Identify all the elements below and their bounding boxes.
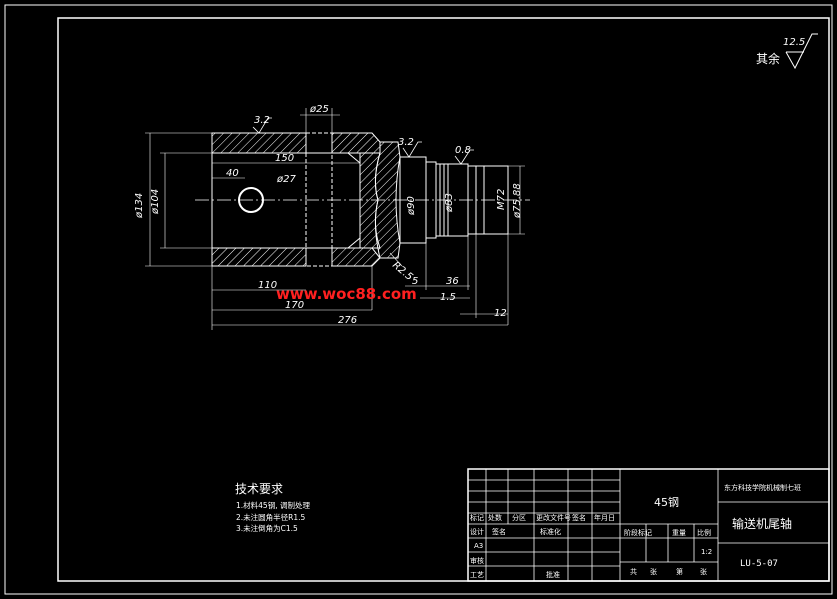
requirement-item: 1.材料45钢, 调制处理 (236, 500, 310, 510)
roughness-label: 其余 (756, 51, 780, 66)
title-block-text: 45钢 东方科技学院机械制七班 输送机尾轴 LU-5-07 1:2 A3 标记 … (470, 483, 801, 579)
roughness-symbol: 其余 12.5 (756, 33, 818, 70)
tb-label: 标准化 (540, 527, 561, 536)
watermark: www.woc88.com (276, 285, 417, 303)
tb-scale: 1:2 (701, 548, 712, 556)
tb-label: 设计 (470, 527, 484, 536)
dim-36: 36 (446, 276, 459, 287)
tb-material: 45钢 (654, 496, 679, 509)
tb-label: 分区 (512, 513, 526, 522)
inner-border (57, 17, 830, 582)
dim-d75: ø75.88 (512, 183, 523, 219)
tb-label: 共 (630, 567, 637, 576)
dim-d134: ø134 (134, 193, 145, 219)
finish-marks (252, 117, 474, 165)
requirement-item: 3.未注倒角为C1.5 (236, 523, 298, 533)
tb-label: 签名 (492, 527, 506, 536)
tb-label: 张 (650, 567, 657, 576)
technical-requirements: 技术要求 1.材料45钢, 调制处理 2.未注圆角半径R1.5 3.未注倒角为C… (235, 482, 310, 533)
tb-label: 签名 (572, 513, 586, 522)
dim-5: 5 (412, 276, 418, 287)
dim-m72: M72 (496, 189, 507, 210)
requirement-item: 2.未注圆角半径R1.5 (236, 512, 306, 522)
dim-r25: R2.5 (390, 260, 415, 283)
tb-label: 阶段标记 (624, 528, 652, 537)
tb-label: 工艺 (470, 571, 484, 579)
dim-d90: ø90 (406, 196, 417, 216)
dim-110: 110 (258, 280, 277, 291)
tb-company: 东方科技学院机械制七班 (724, 483, 801, 492)
dim-276: 276 (338, 315, 357, 326)
tb-drawing-no: LU-5-07 (740, 559, 778, 569)
tb-label: 年月日 (594, 513, 615, 522)
dim-15: 1.5 (440, 292, 456, 303)
roughness-value: 12.5 (783, 37, 805, 48)
tb-label: 审核 (470, 556, 484, 565)
dimension-texts: ø134 ø104 150 40 ø27 ø25 3.2 3.2 0.8 ø90… (134, 104, 523, 326)
title-block (467, 468, 830, 582)
dimension-lines (145, 108, 525, 330)
dim-d25: ø25 (309, 104, 329, 115)
tb-label: 张 (700, 567, 707, 576)
dim-d27: ø27 (276, 174, 296, 185)
tb-label: 更改文件号 (536, 513, 571, 522)
tb-part-name: 输送机尾轴 (732, 516, 792, 531)
dim-170: 170 (285, 300, 304, 311)
dim-12: 12 (494, 308, 507, 319)
requirements-title: 技术要求 (235, 482, 283, 496)
tb-label: 处数 (488, 513, 502, 522)
tb-label: 标记 (470, 513, 484, 522)
dim-d104: ø104 (150, 189, 161, 215)
outer-border (4, 4, 833, 595)
part-body (211, 132, 509, 267)
tb-label: 比例 (697, 528, 711, 537)
dim-150: 150 (275, 153, 294, 164)
dim-40: 40 (226, 168, 239, 179)
tb-label: 重量 (672, 529, 686, 537)
dim-ra3: 0.8 (455, 145, 471, 156)
tb-label: 第 (676, 567, 683, 576)
tb-label: 批准 (546, 570, 560, 579)
dim-ra1: 3.2 (254, 115, 270, 126)
dim-ra2: 3.2 (398, 137, 414, 148)
tb-size: A3 (474, 542, 483, 550)
dim-d83: ø83 (444, 193, 455, 213)
